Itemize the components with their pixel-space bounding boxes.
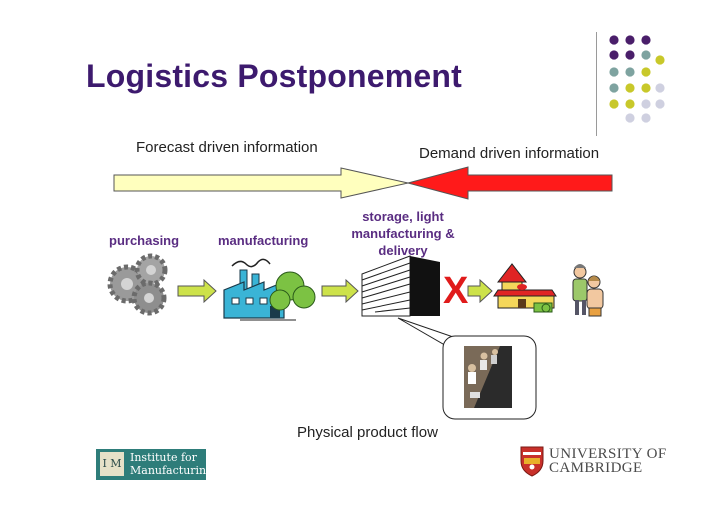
forecast-label: Forecast driven information xyxy=(136,139,318,156)
dot xyxy=(641,99,651,109)
customers-icon xyxy=(572,264,604,317)
dot xyxy=(655,55,665,65)
corner-dot-grid xyxy=(609,35,665,123)
stage-storage-line-2: manufacturing & xyxy=(351,226,455,241)
stage-storage: storage, light manufacturing & delivery xyxy=(340,208,466,259)
ifm-logo-text: Institute for Manufacturing xyxy=(130,451,213,477)
shop-icon xyxy=(493,263,557,313)
stage-purchasing: purchasing xyxy=(109,233,180,248)
dot xyxy=(641,83,651,93)
factory-icon xyxy=(223,258,316,321)
dot xyxy=(625,67,635,77)
demand-arrow xyxy=(406,166,613,200)
dot xyxy=(609,99,619,109)
dot xyxy=(655,83,665,93)
ifm-line-1: Institute for xyxy=(130,451,197,464)
dot xyxy=(641,35,651,45)
ifm-line-2: Manufacturing xyxy=(130,464,214,477)
dot xyxy=(609,83,619,93)
cambridge-line-1: UNIVERSITY OF xyxy=(549,446,667,462)
dot xyxy=(609,35,619,45)
forecast-arrow xyxy=(113,167,409,199)
stage-storage-line-3: delivery xyxy=(378,243,428,258)
decoupling-point-mark: X xyxy=(443,270,469,312)
flow-arrow-3 xyxy=(467,278,493,304)
dot xyxy=(609,50,619,60)
dot xyxy=(609,67,619,77)
dot xyxy=(641,67,651,77)
flow-arrow-1 xyxy=(177,278,217,304)
cambridge-crest-icon xyxy=(520,446,544,477)
gears-icon xyxy=(107,253,168,316)
dot xyxy=(641,50,651,60)
workers-photo xyxy=(464,346,512,408)
dot xyxy=(625,99,635,109)
dot xyxy=(625,35,635,45)
dot xyxy=(641,113,651,123)
cambridge-logo-text: UNIVERSITY OF CAMBRIDGE xyxy=(549,446,667,476)
stage-manufacturing: manufacturing xyxy=(218,233,309,248)
stage-storage-line-1: storage, light xyxy=(362,209,444,224)
dot xyxy=(625,50,635,60)
warehouse-icon xyxy=(361,255,440,317)
dot xyxy=(625,83,635,93)
demand-label: Demand driven information xyxy=(419,145,600,162)
slide-title: Logistics Postponement xyxy=(86,58,462,94)
dot xyxy=(625,113,635,123)
ifm-mark-icon: I M xyxy=(100,452,124,476)
physical-flow-label: Physical product flow xyxy=(297,424,438,441)
flow-arrow-2 xyxy=(321,278,359,304)
dot xyxy=(655,99,665,109)
cambridge-line-2: CAMBRIDGE xyxy=(549,460,643,476)
title-divider-line xyxy=(596,32,597,136)
